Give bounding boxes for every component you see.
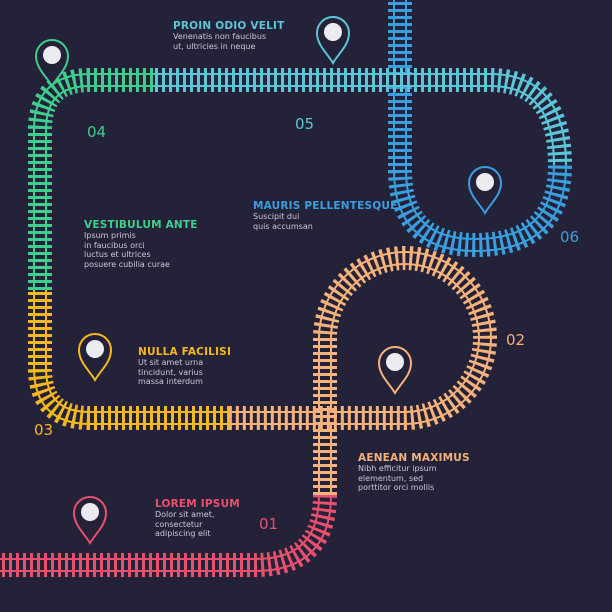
step-5-number: 05 bbox=[295, 115, 315, 133]
track-1-ties bbox=[0, 494, 337, 577]
track-5-ties bbox=[155, 68, 572, 166]
step-3-title: NULLA FACILISI bbox=[138, 346, 232, 358]
step-3-number: 03 bbox=[34, 421, 54, 439]
step-4-text: Ipsum primis in faucibus orci luctus et … bbox=[84, 231, 170, 269]
step-2-title: AENEAN MAXIMUS bbox=[358, 452, 470, 464]
step-5-title: PROIN ODIO VELIT bbox=[173, 20, 285, 32]
track-0-rail-gap bbox=[395, 0, 565, 251]
step-1-block: LOREM IPSUM Dolor sit amet, consectetur … bbox=[155, 498, 240, 539]
track-4-ties bbox=[28, 68, 155, 290]
step-1-text: Dolor sit amet, consectetur adipiscing e… bbox=[155, 510, 215, 538]
map-pin-icon bbox=[34, 39, 70, 88]
step-1-title: LOREM IPSUM bbox=[155, 498, 240, 510]
map-pin-icon bbox=[77, 333, 113, 382]
track-0-rails bbox=[393, 0, 567, 253]
step-6-block: MAURIS PELLENTESQUE Suscipit dui quis ac… bbox=[253, 200, 398, 231]
step-4-number: 04 bbox=[87, 123, 107, 141]
step-2-text: Nibh efficitur ipsum elementum, sed port… bbox=[358, 464, 437, 492]
map-pin-icon bbox=[467, 166, 503, 215]
map-pin-icon bbox=[377, 346, 413, 395]
step-1-number: 01 bbox=[259, 515, 279, 533]
step-5-block: PROIN ODIO VELIT Venenatis non faucibus … bbox=[173, 20, 284, 51]
step-3-block: NULLA FACILISI Ut sit amet urna tincidun… bbox=[138, 346, 231, 387]
step-2-block: AENEAN MAXIMUS Nibh efficitur ipsum elem… bbox=[358, 452, 470, 493]
track-2-ties bbox=[230, 246, 497, 495]
track-0-ties bbox=[388, 0, 572, 258]
step-6-title: MAURIS PELLENTESQUE bbox=[253, 200, 398, 212]
map-pin-icon bbox=[315, 16, 351, 65]
step-3-text: Ut sit amet urna tincidunt, varius massa… bbox=[138, 358, 204, 386]
step-6-number: 06 bbox=[560, 228, 580, 246]
track-5-rails bbox=[155, 73, 567, 166]
step-6-text: Suscipit dui quis accumsan bbox=[253, 212, 313, 231]
step-2-number: 02 bbox=[506, 331, 526, 349]
track-3-ties bbox=[28, 290, 230, 430]
track-5-rail-gap bbox=[155, 75, 565, 166]
step-5-text: Venenatis non faucibus ut, ultricies in … bbox=[173, 32, 267, 51]
step-4-title: VESTIBULUM ANTE bbox=[84, 219, 198, 231]
step-4-block: VESTIBULUM ANTE Ipsum primis in faucibus… bbox=[84, 219, 198, 269]
map-pin-icon bbox=[72, 496, 108, 545]
